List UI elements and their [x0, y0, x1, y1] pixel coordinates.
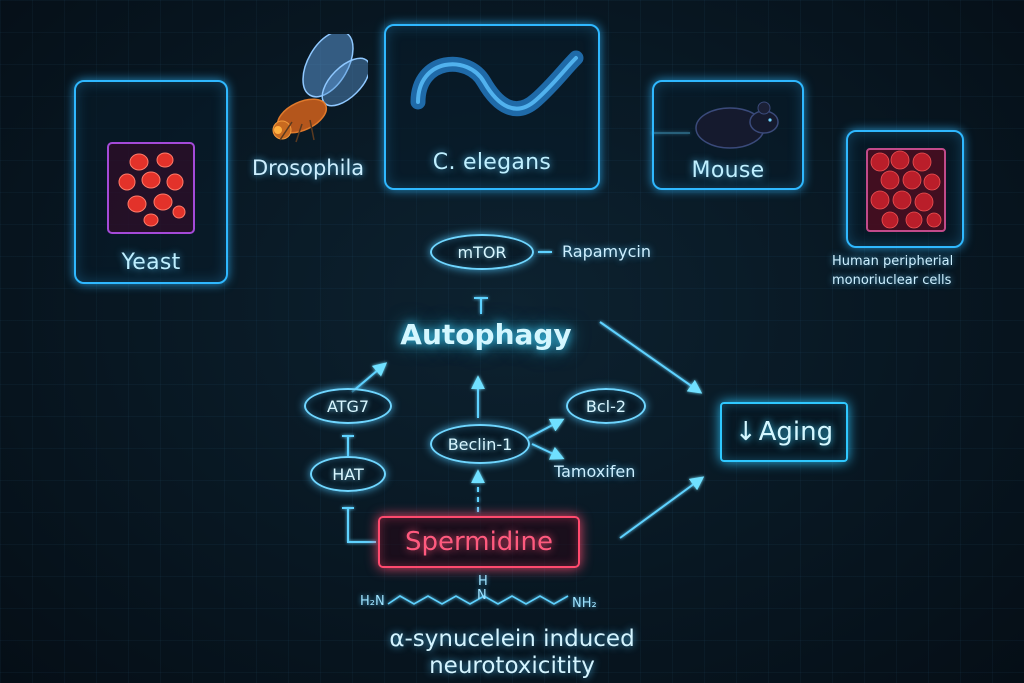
aging-node: ↓ Aging: [720, 402, 848, 462]
spermidine-node: Spermidine: [378, 516, 580, 568]
mouse-label: Mouse: [691, 158, 765, 183]
mouse-icon: [695, 101, 779, 149]
structure-right-group: NH₂: [572, 596, 597, 611]
bcl2-node: Bcl-2: [566, 388, 646, 424]
celegans-label: C. elegans: [432, 150, 552, 175]
beclin-bcl2-arrow: [527, 418, 565, 439]
celegans-panel: C. elegans: [384, 24, 600, 190]
yeast-cells-icon: [107, 142, 195, 234]
mouse-panel: Mouse: [652, 80, 804, 190]
aging-label: Aging: [758, 417, 834, 447]
atg7-to-autophagy-arrow: [351, 362, 388, 393]
spermidine-label: Spermidine: [405, 527, 553, 557]
atg7-node: ATG7: [304, 388, 392, 424]
caption-line1: α-synucelein induced: [389, 626, 635, 652]
structure-center-h: H: [478, 574, 488, 589]
beclin-node: Beclin-1: [430, 424, 530, 464]
rapamycin-label: Rapamycin: [562, 242, 651, 261]
spermidine-to-aging-arrow: [619, 476, 705, 539]
pbmc-label-line1: Human peripherial: [832, 254, 954, 269]
spermidine-inhibits-hat-link: [347, 508, 376, 543]
hat-node: HAT: [310, 456, 386, 492]
yeast-label: Yeast: [121, 250, 181, 275]
tamoxifen-label: Tamoxifen: [554, 462, 636, 481]
yeast-panel: Yeast: [74, 80, 228, 284]
down-arrow-icon: ↓: [734, 417, 757, 447]
mtor-node: mTOR: [430, 234, 534, 270]
pbmc-panel: [846, 130, 964, 248]
drosophila-label: Drosophila: [252, 156, 365, 180]
fly-icon: [272, 34, 368, 143]
autophagy-to-aging-arrow: [599, 321, 703, 394]
pbmc-label-line2: monoriuclear cells: [832, 273, 952, 288]
spermidine-carbon-chain: [387, 595, 569, 605]
caption-line2: neurotoxicitity: [429, 653, 595, 679]
structure-center-n: N: [477, 588, 487, 603]
neurotoxicity-caption: α-synucelein induced neurotoxicitity: [312, 626, 712, 680]
beclin-tamoxifen-arrow: [531, 443, 565, 460]
worm-icon: [410, 50, 584, 117]
autophagy-node: Autophagy: [400, 318, 572, 351]
blood-cells-icon: [866, 148, 946, 232]
structure-left-group: H₂N: [360, 594, 385, 609]
